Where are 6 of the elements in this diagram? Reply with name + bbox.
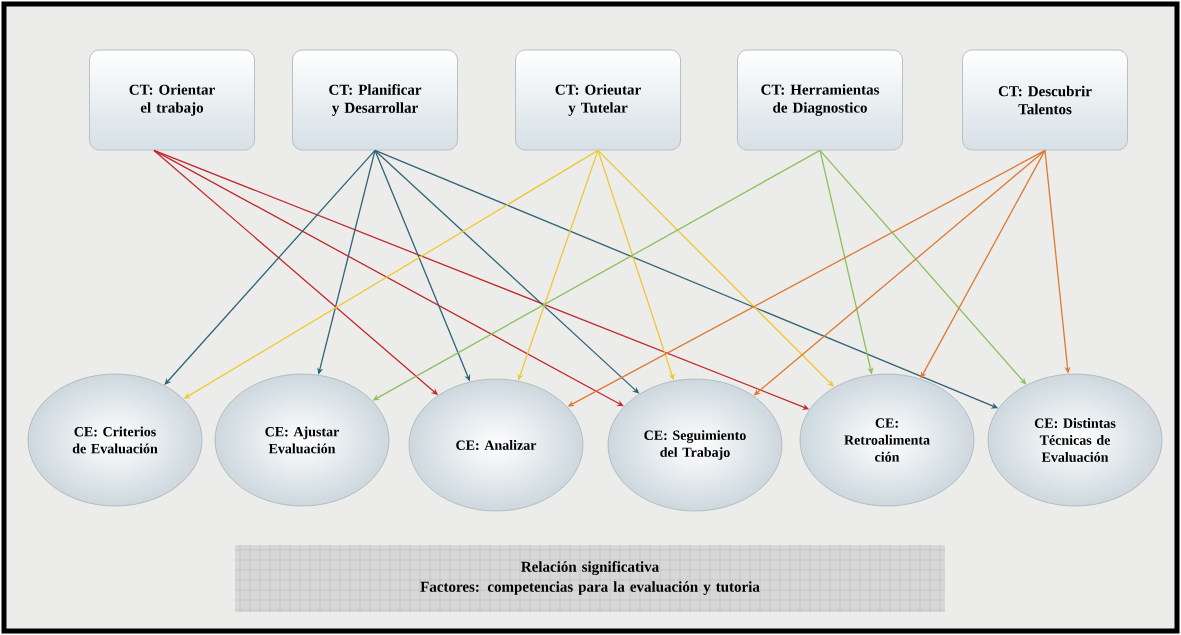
competence-box: CT: Planificar y Desarrollar (292, 49, 458, 151)
competence-box: CT: Descubrir Talentos (962, 49, 1128, 151)
note-panel: Relación significativa Factores: competencias para la evaluación y tutoria (234, 544, 946, 613)
competence-box: CT: Orieutar y Tutelar (515, 49, 681, 151)
competence-box: CT: Orientar el trabajo (89, 49, 255, 151)
competence-box: CT: Herramientas de Diagnostico (737, 49, 903, 151)
